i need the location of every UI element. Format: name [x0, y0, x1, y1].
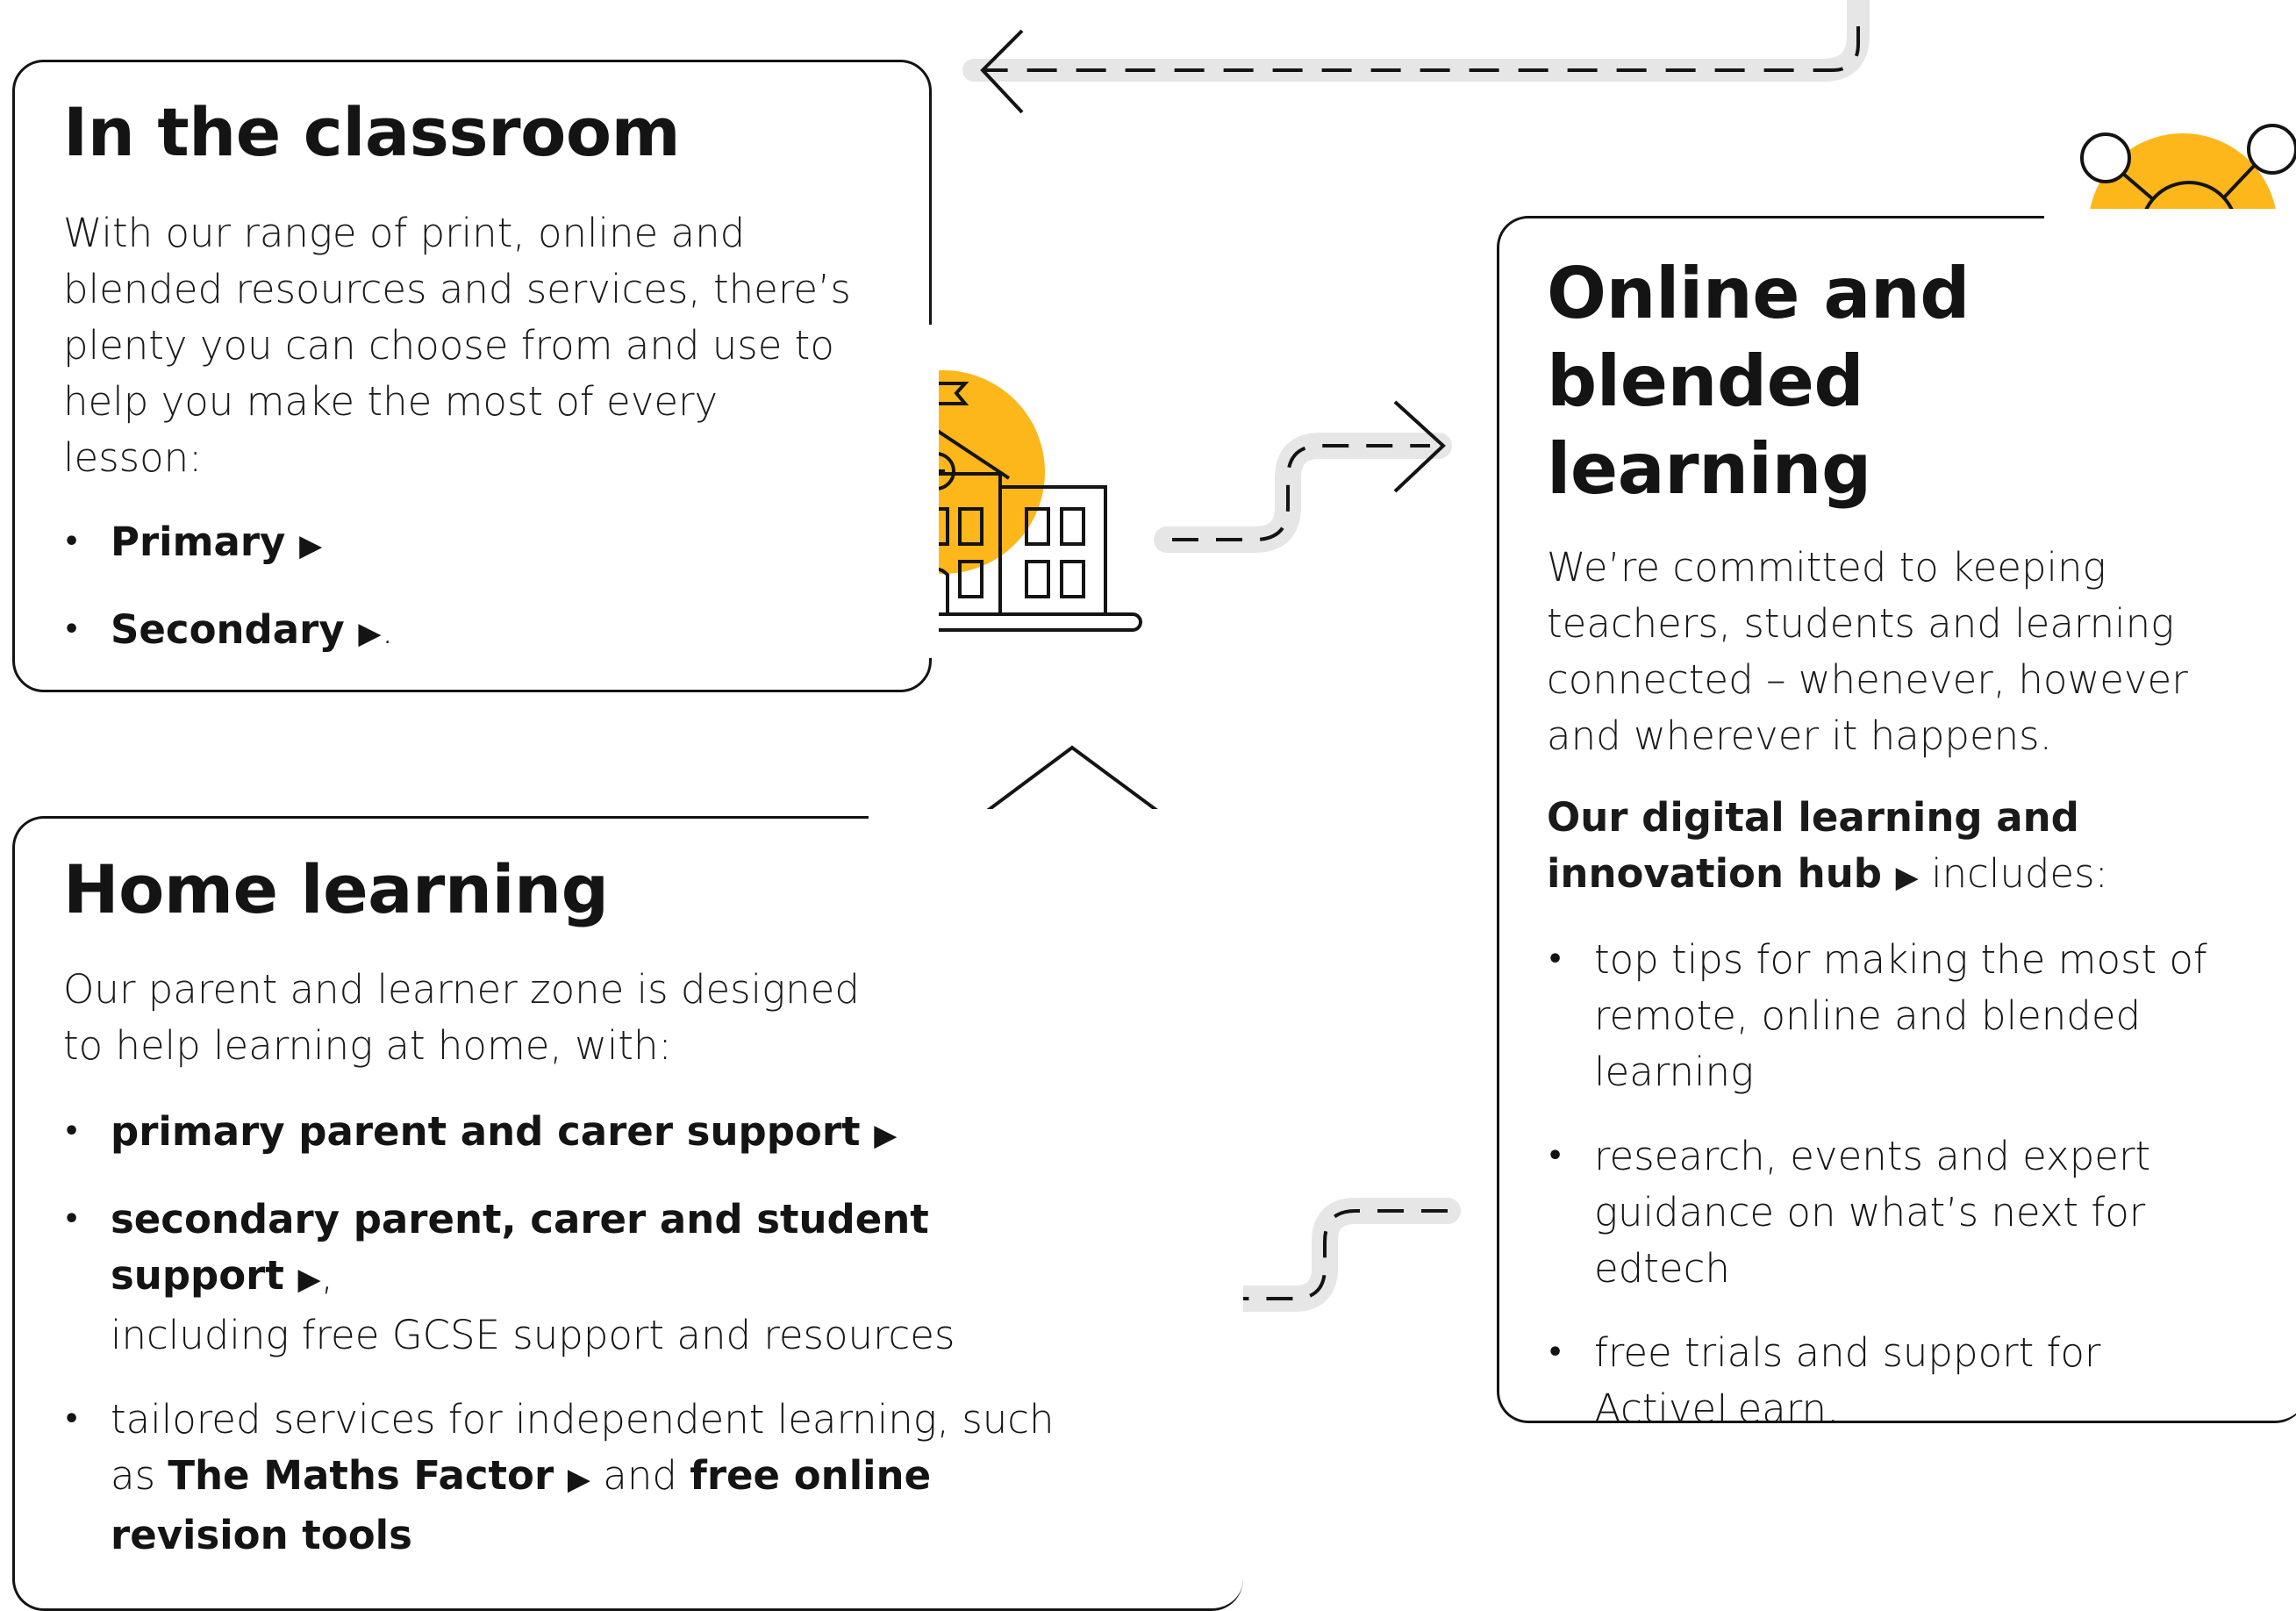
list-item: free trials and support for ActiveLearn. [1547, 1325, 2275, 1437]
list-item: secondary parent, carer and student supp… [63, 1192, 1090, 1364]
arrow-right-icon: ▶ [358, 616, 382, 651]
top-connector-path [962, 0, 1870, 114]
arrow-right-icon: ▶ [299, 528, 323, 563]
classroom-to-online-path [1154, 400, 1452, 553]
list-item: research, events and expert guidance on … [1547, 1128, 2275, 1297]
classroom-body: With our range of print, online and blen… [63, 210, 851, 481]
online-title: Online and blended learning [1547, 253, 1971, 510]
classroom-card [12, 60, 932, 692]
secondary-parent-link[interactable]: secondary parent, carer and student supp… [111, 1196, 929, 1299]
classroom-title: In the classroom [63, 93, 681, 171]
list-item: Primary ▶ [63, 514, 677, 574]
arrow-right-icon: ▶ [567, 1462, 590, 1497]
list-item: Secondary ▶. [63, 602, 677, 662]
classroom-box-gap [912, 325, 939, 658]
home-box-gap [869, 809, 1255, 827]
hub-line: Our digital learning and innovation hub … [1547, 794, 2108, 897]
list-item: tailored services for independent learni… [63, 1392, 1090, 1564]
arrow-right-icon: ▶ [874, 1118, 898, 1153]
primary-parent-link[interactable]: primary parent and carer support ▶ [111, 1108, 898, 1155]
home-body: Our parent and learner zone is designed … [63, 966, 860, 1069]
arrow-right-icon: ▶ [1895, 860, 1919, 895]
online-box-gap [2044, 209, 2296, 226]
online-list: top tips for making the most of remote, … [1547, 932, 2275, 1465]
online-body: We’re committed to keeping teachers, stu… [1547, 544, 2188, 759]
secondary-link[interactable]: Secondary ▶ [111, 606, 382, 653]
maths-factor-link[interactable]: The Maths Factor ▶ [168, 1452, 590, 1499]
arrow-right-icon: ▶ [297, 1262, 321, 1297]
list-item: top tips for making the most of remote, … [1547, 932, 2275, 1100]
primary-link[interactable]: Primary ▶ [111, 519, 323, 565]
home-list: primary parent and carer support ▶ secon… [63, 1104, 1090, 1592]
home-title: Home learning [63, 850, 609, 928]
classroom-list: Primary ▶ Secondary ▶. [63, 514, 677, 690]
hub-link[interactable]: Our digital learning and innovation hub … [1547, 794, 2079, 897]
list-item: primary parent and carer support ▶ [63, 1104, 1090, 1164]
